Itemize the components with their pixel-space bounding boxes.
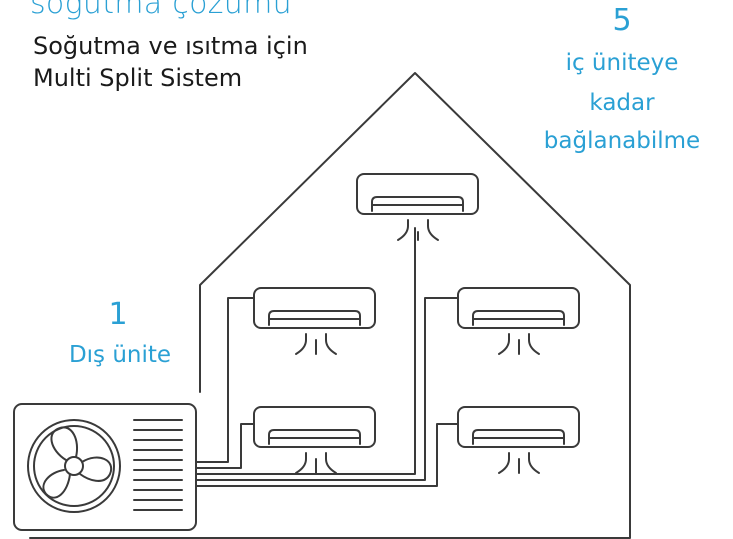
indoor-count-number: 5 bbox=[612, 3, 632, 38]
airflow-icon bbox=[295, 333, 337, 355]
refrigerant-pipes bbox=[195, 227, 459, 487]
house-outline-icon bbox=[29, 72, 631, 539]
airflow-icon bbox=[397, 219, 439, 241]
outdoor-count-number: 1 bbox=[108, 297, 128, 332]
wall-mounted-ac-icon bbox=[253, 406, 376, 448]
page-subtitle: Soğutma ve ısıtma için Multi Split Siste… bbox=[33, 30, 308, 94]
wall-mounted-ac-icon bbox=[457, 287, 580, 329]
subtitle-line-1: Soğutma ve ısıtma için bbox=[33, 32, 308, 60]
subtitle-line-2: Multi Split Sistem bbox=[33, 64, 243, 92]
airflow-icon bbox=[498, 333, 540, 355]
wall-mounted-ac-icon bbox=[356, 173, 479, 215]
indoor-count-line-3: bağlanabilme bbox=[543, 128, 701, 154]
outdoor-unit-vents bbox=[133, 419, 183, 511]
airflow-icon bbox=[295, 452, 337, 474]
airflow-icon bbox=[498, 452, 540, 474]
outdoor-unit-fan-icon bbox=[13, 403, 197, 531]
page-title: soğutma çözümü bbox=[30, 0, 292, 21]
wall-mounted-ac-icon bbox=[457, 406, 580, 448]
outdoor-count-label: Dış ünite bbox=[68, 342, 172, 368]
indoor-count-line-1: iç üniteye bbox=[565, 50, 679, 76]
indoor-count-line-2: kadar bbox=[589, 90, 655, 116]
wall-mounted-ac-icon bbox=[253, 287, 376, 329]
